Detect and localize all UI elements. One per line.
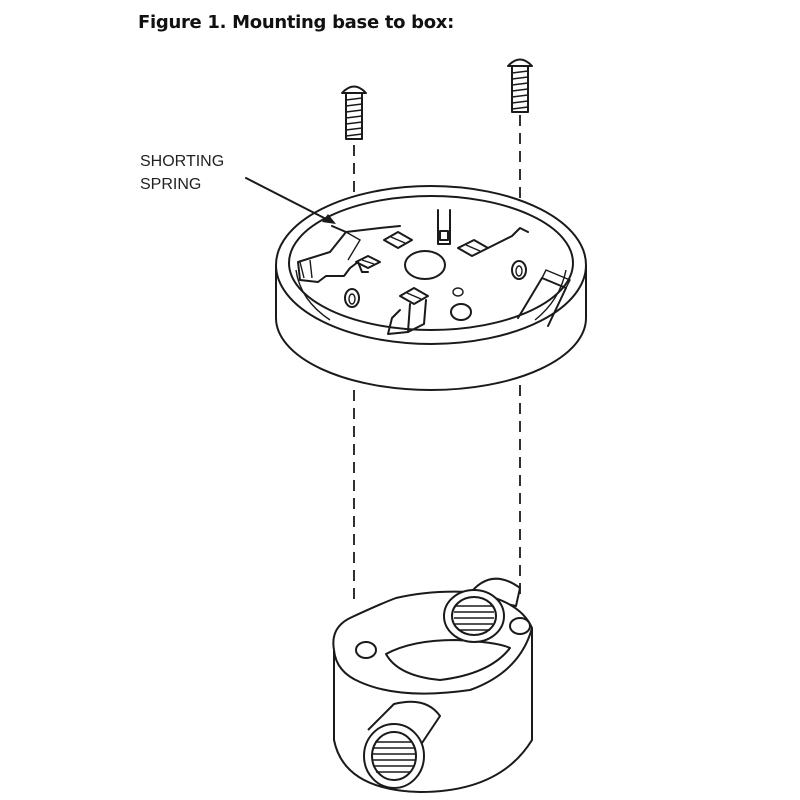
terminal-left	[355, 255, 381, 269]
terminal-right	[457, 227, 529, 257]
box-hub-back	[443, 589, 505, 643]
left-mounting-screw	[341, 85, 367, 140]
shorting-spring-label: SHORTING SPRING	[140, 150, 224, 196]
figure-title: Figure 1. Mounting base to box:	[138, 12, 455, 33]
shorting-spring-leader	[245, 177, 336, 224]
shorting-spring-label-line2: SPRING	[140, 176, 202, 193]
center-hole	[404, 250, 446, 280]
terminal-top	[383, 231, 413, 249]
electrical-box	[332, 577, 533, 793]
terminal-front	[387, 287, 429, 335]
right-mounting-screw	[507, 58, 533, 113]
shorting-spring	[297, 225, 401, 283]
shorting-spring-label-line1: SHORTING	[140, 153, 225, 170]
mounting-base	[245, 177, 587, 391]
box-hub-front	[363, 700, 441, 789]
